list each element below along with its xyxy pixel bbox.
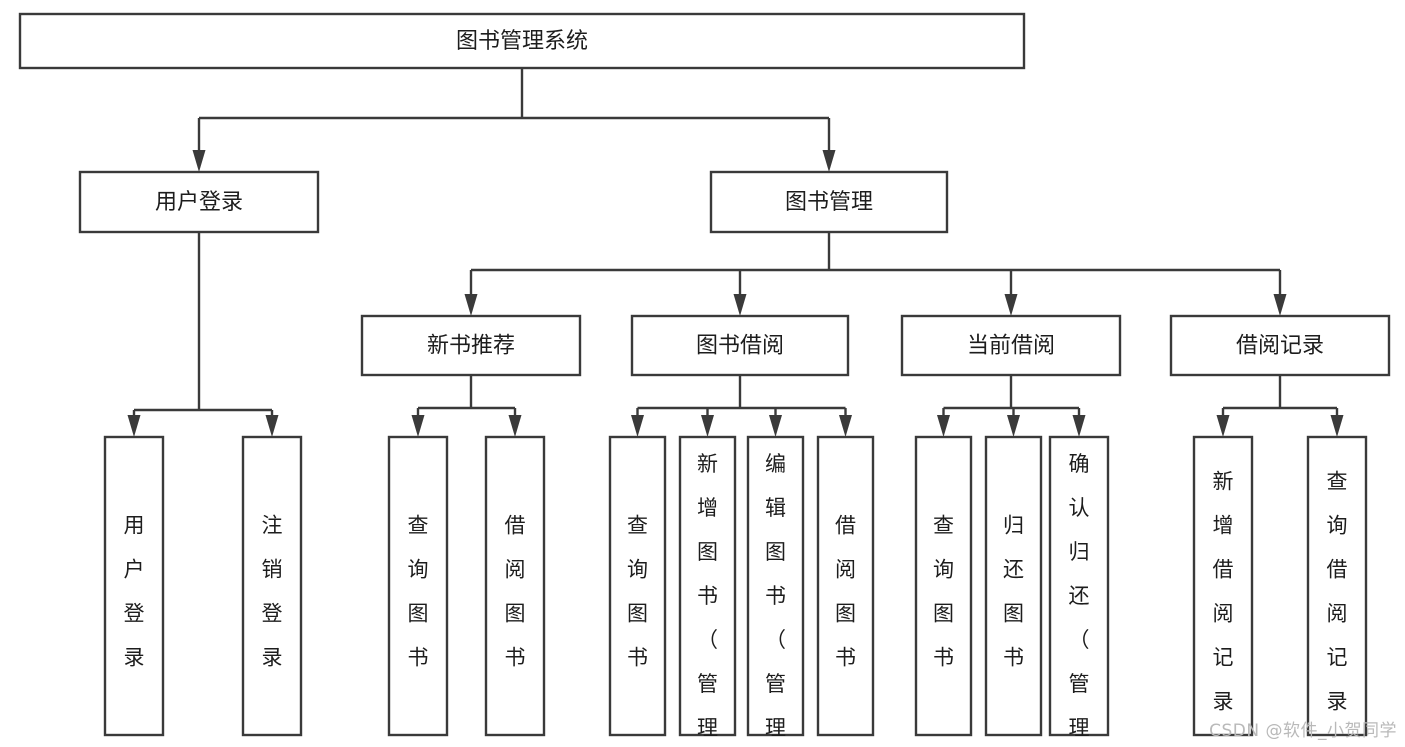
arrow-head-icon [1273,294,1287,316]
csdn-watermark: CSDN @软件_小贺同学 [1209,721,1397,741]
edge-group-current-borrow [937,375,1086,437]
node-leaf-borrow-book-1[interactable]: 借阅图书 [484,435,546,737]
node-box-leaf-query-book-3[interactable] [914,435,973,737]
arrow-head-icon [1216,415,1230,437]
node-box-leaf-add-record[interactable] [1192,435,1254,737]
node-box-leaf-borrow-book-1[interactable] [484,435,546,737]
node-leaf-query-book-2[interactable]: 查询图书 [608,435,667,737]
node-box-user-login[interactable] [78,170,320,234]
node-box-leaf-add-book[interactable] [678,435,737,737]
node-label-leaf-query-record: 查询借阅记录 [1327,469,1348,713]
node-box-leaf-user-login[interactable] [103,435,165,737]
node-leaf-edit-book[interactable]: 编辑图书（管理员） [746,435,805,747]
node-book-manage[interactable]: 图书管理 [709,170,949,234]
arrow-head-icon [508,415,522,437]
node-box-leaf-return-book[interactable] [984,435,1043,737]
node-label-leaf-borrow-book-1: 借阅图书 [505,513,526,669]
node-box-leaf-logout[interactable] [241,435,303,737]
node-leaf-add-record[interactable]: 新增借阅记录 [1192,435,1254,737]
arrow-head-icon [127,415,141,437]
arrow-head-icon [1072,415,1086,437]
node-root[interactable]: 图书管理系统 [18,12,1026,70]
arrow-head-icon [1007,415,1020,437]
edge-group-book-manage [464,232,1287,316]
node-box-leaf-edit-book[interactable] [746,435,805,737]
node-label-new-book-rec: 新书推荐 [427,334,515,359]
node-new-book-rec[interactable]: 新书推荐 [360,314,582,377]
node-current-borrow[interactable]: 当前借阅 [900,314,1122,377]
node-box-leaf-query-book-2[interactable] [608,435,667,737]
node-label-leaf-return-book: 归还图书 [1003,513,1024,669]
node-label-leaf-add-book: 新增图书（管理员） [697,452,718,747]
node-leaf-confirm-return[interactable]: 确认归还（管理员） [1048,435,1110,747]
arrow-head-icon [769,415,782,437]
node-leaf-return-book[interactable]: 归还图书 [984,435,1043,737]
node-borrow-record[interactable]: 借阅记录 [1169,314,1391,377]
node-leaf-user-login[interactable]: 用户登录 [103,435,165,737]
arrow-head-icon [839,415,852,437]
node-leaf-query-book-3[interactable]: 查询图书 [914,435,973,737]
node-label-root: 图书管理系统 [456,29,588,54]
node-box-leaf-query-book-1[interactable] [387,435,449,737]
node-box-leaf-confirm-return[interactable] [1048,435,1110,737]
node-box-leaf-query-record[interactable] [1306,435,1368,737]
arrow-head-icon [265,415,279,437]
node-leaf-borrow-book-2[interactable]: 借阅图书 [816,435,875,737]
node-label-leaf-query-book-2: 查询图书 [627,513,648,669]
arrow-head-icon [411,415,425,437]
arrow-head-icon [464,294,478,316]
node-label-borrow-record: 借阅记录 [1236,334,1324,359]
node-label-leaf-edit-book: 编辑图书（管理员） [765,452,786,747]
edge-group-new-book-rec [411,375,522,437]
node-label-leaf-borrow-book-2: 借阅图书 [835,513,856,669]
node-leaf-logout[interactable]: 注销登录 [241,435,303,737]
node-label-leaf-query-book-3: 查询图书 [933,513,954,669]
node-box-book-manage[interactable] [709,170,949,234]
node-label-leaf-logout: 注销登录 [262,513,283,669]
node-leaf-query-book-1[interactable]: 查询图书 [387,435,449,737]
arrow-head-icon [733,294,747,316]
arrow-head-icon [1004,294,1018,316]
arrow-head-icon [192,150,206,172]
node-label-book-manage: 图书管理 [785,190,873,215]
node-box-leaf-borrow-book-2[interactable] [816,435,875,737]
node-box-new-book-rec[interactable] [360,314,582,377]
node-leaf-add-book[interactable]: 新增图书（管理员） [678,435,737,747]
node-user-login[interactable]: 用户登录 [78,170,320,234]
nodes-layer: 图书管理系统用户登录图书管理新书推荐图书借阅当前借阅借阅记录用户登录注销登录查询… [18,12,1391,747]
node-box-root[interactable] [18,12,1026,70]
node-label-current-borrow: 当前借阅 [967,334,1055,359]
edge-group-book-borrow [631,375,852,437]
arrow-head-icon [631,415,644,437]
edge-group-root [192,68,836,172]
arrow-head-icon [822,150,836,172]
node-box-book-borrow[interactable] [630,314,850,377]
edge-group-user-login [127,232,279,437]
edges-layer [127,68,1344,437]
node-label-leaf-query-book-1: 查询图书 [408,513,429,669]
node-book-borrow[interactable]: 图书借阅 [630,314,850,377]
node-label-leaf-add-record: 新增借阅记录 [1213,469,1234,713]
node-box-current-borrow[interactable] [900,314,1122,377]
arrow-head-icon [701,415,714,437]
arrow-head-icon [1330,415,1344,437]
node-label-book-borrow: 图书借阅 [696,334,784,359]
edge-group-borrow-record [1216,375,1344,437]
node-label-user-login: 用户登录 [155,190,243,215]
arrow-head-icon [937,415,950,437]
node-label-leaf-user-login: 用户登录 [124,513,145,669]
node-box-borrow-record[interactable] [1169,314,1391,377]
node-label-leaf-confirm-return: 确认归还（管理员） [1069,452,1090,747]
node-leaf-query-record[interactable]: 查询借阅记录 [1306,435,1368,737]
